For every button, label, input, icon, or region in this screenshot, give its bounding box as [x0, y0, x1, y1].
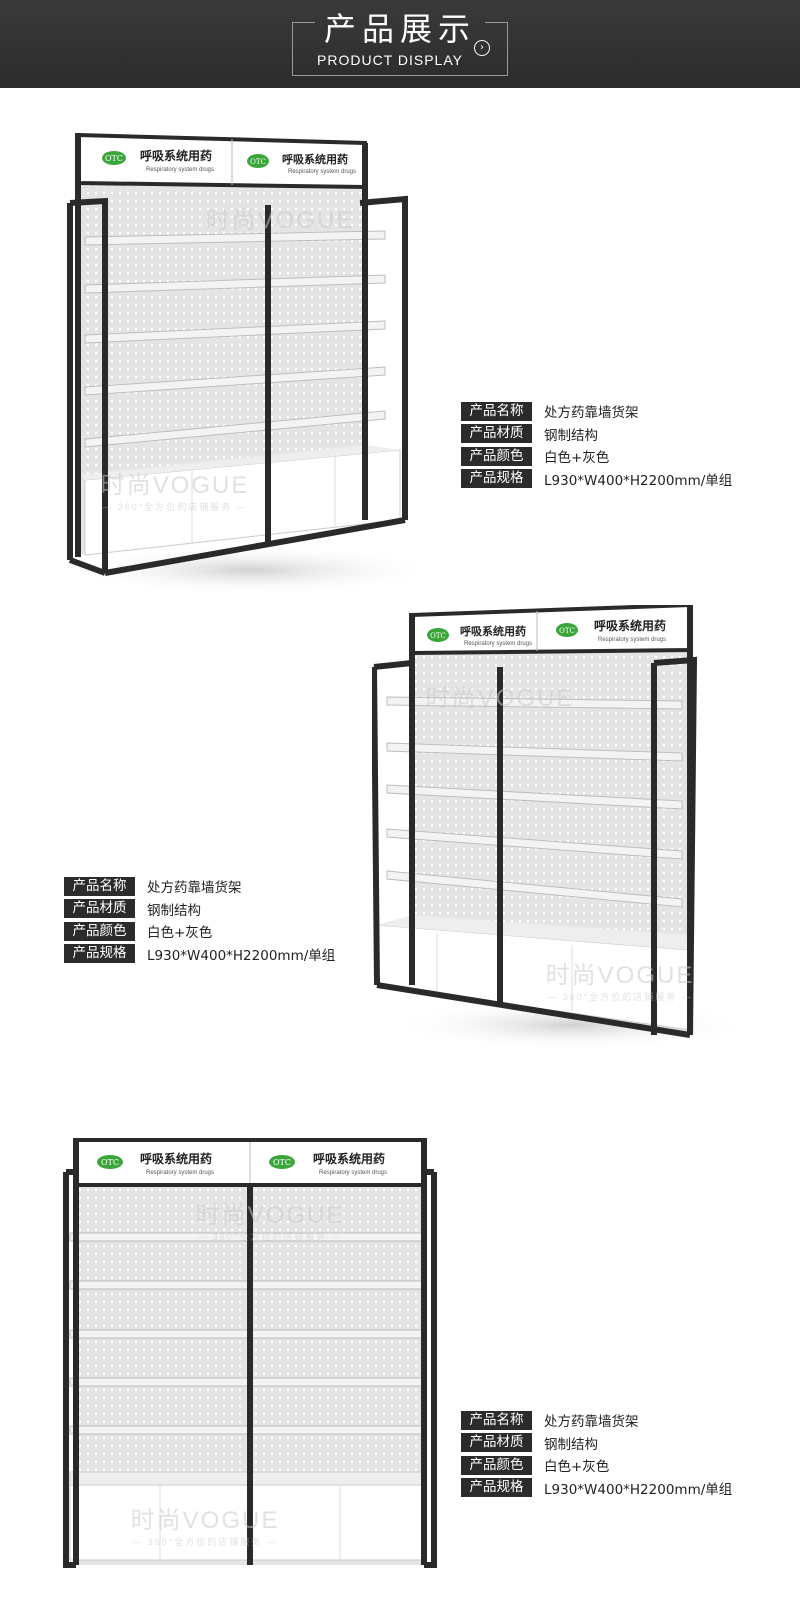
spec-label: 产品颜色: [461, 446, 532, 466]
spec-value: 处方药靠墙货架: [544, 405, 639, 422]
spec-value: L930*W400*H2200mm/单组: [544, 1481, 733, 1498]
sign-title-text: 呼吸系统用药: [460, 624, 526, 638]
otc-badge-text: OTC: [559, 627, 575, 635]
product-image-1: OTC 呼吸系统用药 Respiratory system drugs OTC …: [60, 125, 420, 595]
spec-label: 产品材质: [461, 1433, 532, 1453]
page-title: 产品展示: [323, 10, 476, 48]
spec-row-color: 产品颜色 白色+灰色: [461, 445, 761, 468]
header-frame: [292, 22, 508, 76]
otc-badge-text: OTC: [101, 1158, 119, 1167]
spec-value: 白色+灰色: [544, 450, 610, 467]
spec-value: 钢制结构: [147, 902, 201, 919]
spec-row-color: 产品颜色 白色+灰色: [64, 920, 364, 943]
spec-label: 产品材质: [64, 899, 135, 919]
spec-row-name: 产品名称 处方药靠墙货架: [64, 875, 364, 898]
sign-subtitle-text: Respiratory system drugs: [598, 637, 666, 643]
spec-row-name: 产品名称 处方药靠墙货架: [461, 1409, 761, 1432]
sign-subtitle-text: Respiratory system drugs: [146, 167, 214, 173]
spec-value: 钢制结构: [544, 427, 598, 444]
spec-value: 白色+灰色: [147, 925, 213, 942]
spec-row-size: 产品规格 L930*W400*H2200mm/单组: [461, 1477, 761, 1500]
sign-subtitle-text: Respiratory system drugs: [146, 1170, 214, 1176]
spec-label: 产品规格: [461, 469, 532, 489]
spec-label: 产品材质: [461, 424, 532, 444]
page-header: 产品展示 PRODUCT DISPLAY ›: [0, 0, 800, 88]
product-image-3: OTC 呼吸系统用药 Respiratory system drugs OTC …: [60, 1130, 450, 1570]
sign-subtitle-text: Respiratory system drugs: [288, 169, 356, 175]
spec-table-2: 产品名称 处方药靠墙货架 产品材质 钢制结构 产品颜色 白色+灰色 产品规格 L…: [64, 875, 364, 965]
spec-value: L930*W400*H2200mm/单组: [544, 472, 733, 489]
spec-row-material: 产品材质 钢制结构: [461, 1432, 761, 1455]
arrow-circle-icon: ›: [474, 40, 490, 56]
sign-title-text: 呼吸系统用药: [594, 618, 666, 633]
spec-row-size: 产品规格 L930*W400*H2200mm/单组: [461, 468, 761, 491]
otc-badge-text: OTC: [273, 1158, 291, 1167]
spec-row-material: 产品材质 钢制结构: [64, 898, 364, 921]
sign-subtitle-text: Respiratory system drugs: [464, 641, 532, 647]
spec-label: 产品颜色: [461, 1455, 532, 1475]
spec-table-3: 产品名称 处方药靠墙货架 产品材质 钢制结构 产品颜色 白色+灰色 产品规格 L…: [461, 1409, 761, 1499]
sign-subtitle-text: Respiratory system drugs: [319, 1170, 387, 1176]
sign-title-text: 呼吸系统用药: [313, 1151, 385, 1166]
spec-label: 产品名称: [64, 876, 135, 896]
sign-title-text: 呼吸系统用药: [140, 148, 212, 163]
spec-value: 处方药靠墙货架: [147, 880, 242, 897]
spec-value: 处方药靠墙货架: [544, 1414, 639, 1431]
page-subtitle: PRODUCT DISPLAY: [317, 52, 463, 68]
spec-value: L930*W400*H2200mm/单组: [147, 947, 336, 964]
spec-label: 产品颜色: [64, 921, 135, 941]
spec-label: 产品规格: [64, 944, 135, 964]
spec-value: 白色+灰色: [544, 1459, 610, 1476]
spec-table-1: 产品名称 处方药靠墙货架 产品材质 钢制结构 产品颜色 白色+灰色 产品规格 L…: [461, 400, 761, 490]
otc-badge-text: OTC: [105, 154, 123, 163]
otc-badge-text: OTC: [250, 158, 266, 166]
spec-label: 产品名称: [461, 1410, 532, 1430]
sign-title-text: 呼吸系统用药: [140, 1151, 212, 1166]
spec-row-color: 产品颜色 白色+灰色: [461, 1454, 761, 1477]
spec-label: 产品名称: [461, 401, 532, 421]
spec-row-name: 产品名称 处方药靠墙货架: [461, 400, 761, 423]
product-image-2: OTC 呼吸系统用药 Respiratory system drugs OTC …: [372, 605, 752, 1055]
spec-row-size: 产品规格 L930*W400*H2200mm/单组: [64, 943, 364, 966]
sign-title-text: 呼吸系统用药: [282, 152, 348, 166]
spec-label: 产品规格: [461, 1478, 532, 1498]
spec-row-material: 产品材质 钢制结构: [461, 423, 761, 446]
spec-value: 钢制结构: [544, 1436, 598, 1453]
otc-badge-text: OTC: [430, 632, 446, 640]
